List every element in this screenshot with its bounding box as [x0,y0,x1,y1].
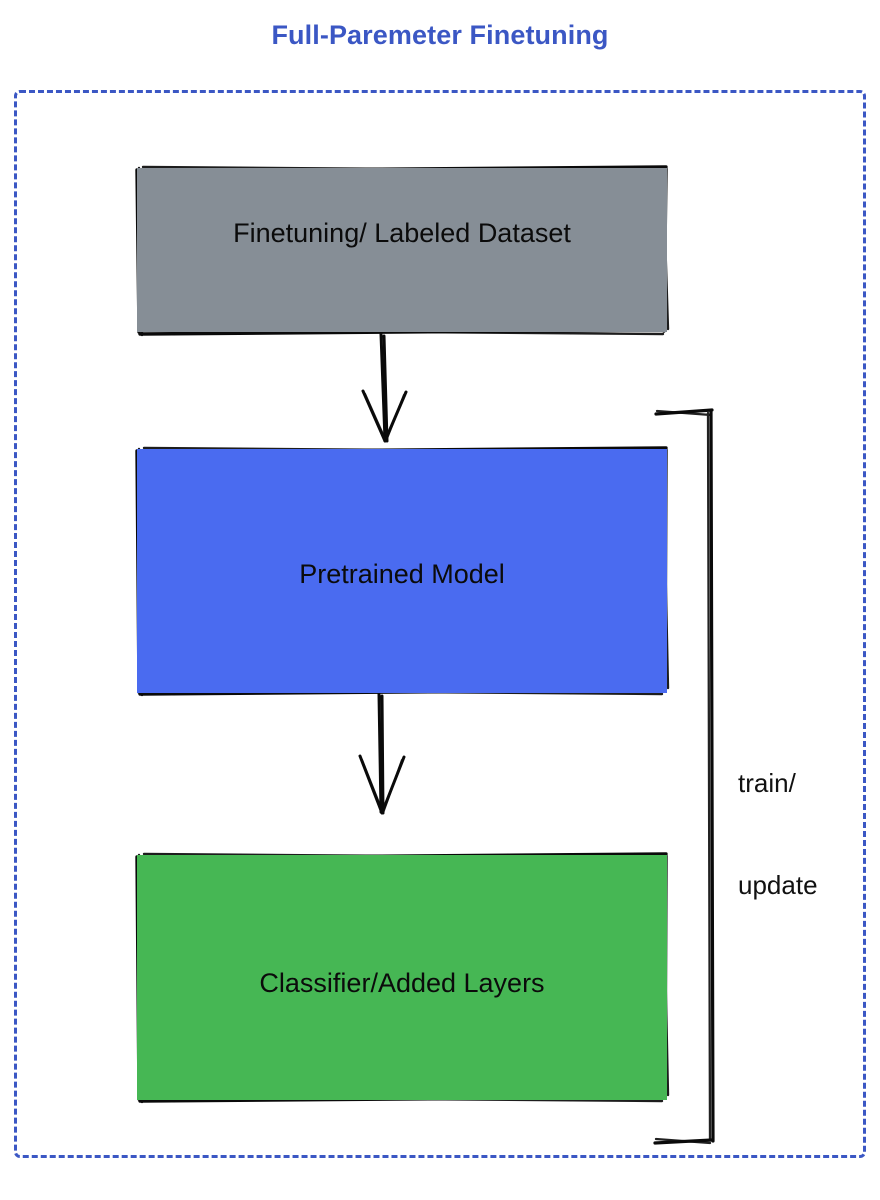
node-label-dataset: Finetuning/ Labeled Dataset [233,218,571,248]
node-classifier-added-layers[interactable]: Classifier/Added Layers [137,855,667,1100]
page-title: Full-Paremeter Finetuning [271,20,609,50]
node-fill-classifier [137,855,667,1100]
node-fill-pretrained [137,449,667,693]
node-label-pretrained: Pretrained Model [299,559,505,589]
node-pretrained-model[interactable]: Pretrained Model [137,449,667,693]
edge-label-train-update: train/ update [738,698,818,970]
node-label-classifier: Classifier/Added Layers [259,968,545,998]
node-finetuning-labeled-dataset[interactable]: Finetuning/ Labeled Dataset [137,168,667,332]
edge-label-line-2: update [738,870,818,900]
edge-label-line-1: train/ [738,768,796,798]
node-fill-dataset [137,168,667,332]
